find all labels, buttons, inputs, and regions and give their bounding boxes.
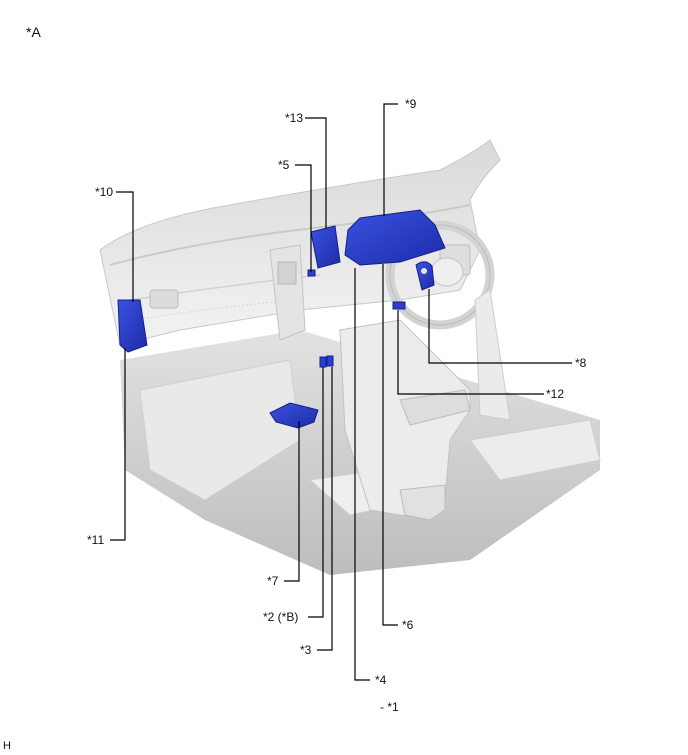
- callout-8: *8: [575, 356, 587, 370]
- leader-6: [382, 264, 398, 626]
- component-12: [392, 301, 406, 310]
- leader-9: [383, 103, 398, 216]
- callout-12: *12: [546, 387, 565, 401]
- leader-12: [397, 310, 544, 395]
- leader-3: [317, 367, 333, 651]
- callout-4: *4: [375, 673, 387, 687]
- view-label: *A: [26, 24, 41, 40]
- callout-11: *11: [87, 533, 105, 547]
- component-9: [344, 209, 446, 266]
- callout-9: *9: [405, 97, 417, 111]
- leader-7: [284, 421, 300, 582]
- component-8: [415, 261, 435, 291]
- leader-10: [116, 191, 134, 302]
- callout-5: *5: [278, 158, 290, 172]
- component-13: [310, 225, 341, 269]
- callout-3: *3: [300, 643, 312, 657]
- dashboard: [99, 139, 501, 346]
- component-10: [117, 299, 148, 353]
- component-2: [319, 356, 327, 368]
- leader-2: [308, 367, 324, 618]
- center-console: [339, 319, 471, 521]
- leader-13: [305, 117, 327, 228]
- leader-5: [295, 164, 312, 272]
- leader-lines: [110, 103, 572, 681]
- component-3: [326, 355, 334, 367]
- steering-wheel: [385, 220, 495, 330]
- callout-1: - *1: [380, 700, 399, 714]
- leader-8: [428, 289, 572, 364]
- corner-label: H: [3, 740, 11, 752]
- callout-13: *13: [285, 111, 304, 125]
- component-7: [269, 402, 319, 429]
- components: [117, 209, 446, 429]
- callout-7: *7: [267, 574, 279, 588]
- door-area: [474, 289, 511, 421]
- callout-6: *6: [402, 618, 414, 632]
- callout-2: *2 (*B): [263, 610, 299, 624]
- callout-10: *10: [95, 185, 114, 199]
- leader-4: [354, 268, 370, 681]
- leader-11: [110, 348, 126, 541]
